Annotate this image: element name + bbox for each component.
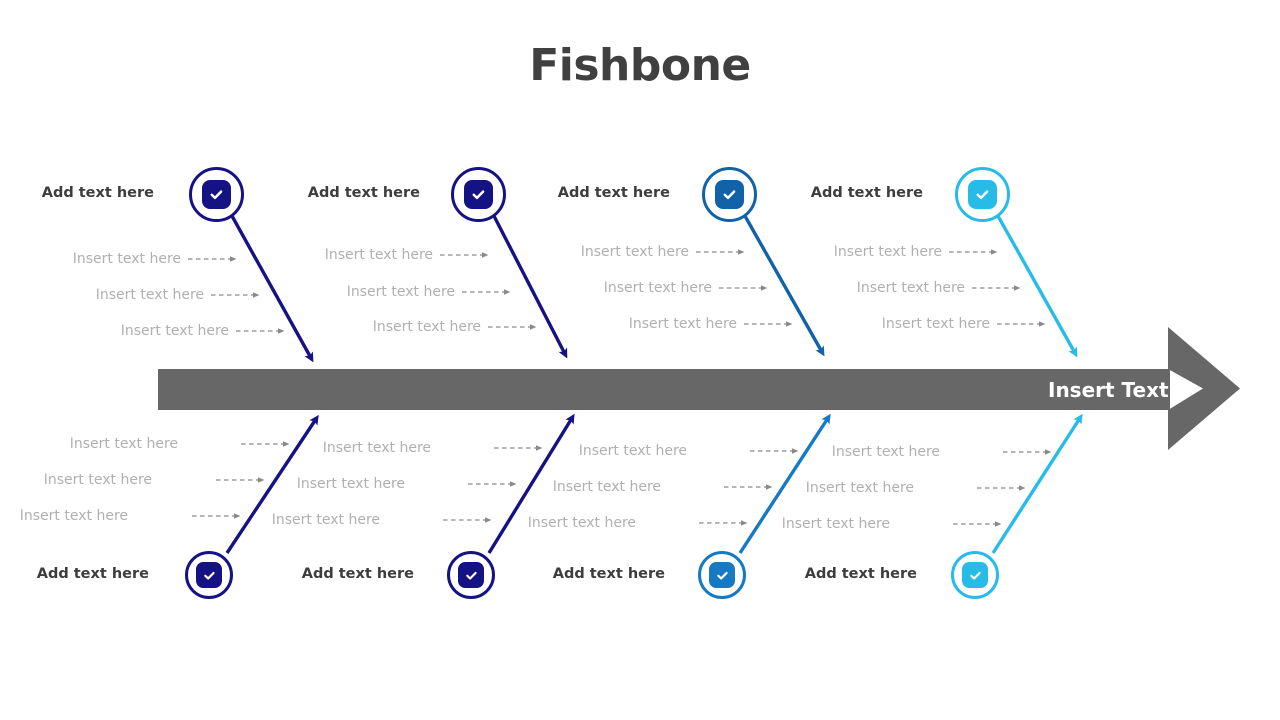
branch-item-top-4-0: Insert text here [833, 244, 942, 260]
branch-badge-top-3[interactable] [702, 167, 757, 222]
dashed-arrows-top-4 [949, 249, 1046, 327]
branch-label-top-3: Add text here [557, 185, 670, 201]
branch-badge-bottom-2[interactable] [447, 551, 495, 599]
branch-connector-top-4 [996, 215, 1078, 358]
branch-item-top-1-1: Insert text here [95, 287, 204, 303]
branch-item-top-3-0: Insert text here [580, 244, 689, 260]
check-circle-icon [709, 562, 735, 588]
check-circle-icon [464, 180, 493, 209]
dashed-arrows-bottom-2 [443, 445, 543, 523]
dashed-arrows-top-1 [188, 256, 285, 334]
branch-connector-top-1 [230, 215, 314, 363]
branch-item-bottom-4-0: Insert text here [831, 444, 940, 460]
branch-item-bottom-2-2: Insert text here [271, 512, 380, 528]
branch-connector-bottom-1 [225, 414, 319, 554]
branch-label-top-4: Add text here [810, 185, 923, 201]
check-circle-icon [968, 180, 997, 209]
branch-item-bottom-4-2: Insert text here [781, 516, 890, 532]
branch-item-top-3-2: Insert text here [628, 316, 737, 332]
branch-badge-top-1[interactable] [189, 167, 244, 222]
check-circle-icon [962, 562, 988, 588]
branch-badge-bottom-4[interactable] [951, 551, 999, 599]
branch-item-top-1-0: Insert text here [72, 251, 181, 267]
branch-badge-bottom-3[interactable] [698, 551, 746, 599]
branch-connector-bottom-4 [991, 413, 1083, 554]
branch-label-top-1: Add text here [41, 185, 154, 201]
branch-item-bottom-1-1: Insert text here [43, 472, 152, 488]
branch-label-bottom-4: Add text here [804, 566, 917, 582]
branch-item-bottom-1-2: Insert text here [19, 508, 128, 524]
check-circle-icon [196, 562, 222, 588]
branch-connector-bottom-3 [738, 413, 831, 554]
branch-label-bottom-2: Add text here [301, 566, 414, 582]
branch-item-bottom-3-1: Insert text here [552, 479, 661, 495]
check-circle-icon [202, 180, 231, 209]
dashed-arrows-bottom-4 [953, 449, 1052, 527]
branch-item-top-4-2: Insert text here [881, 316, 990, 332]
dashed-arrows-top-2 [440, 252, 537, 330]
branch-item-bottom-4-1: Insert text here [805, 480, 914, 496]
dashed-arrows-bottom-1 [192, 441, 290, 519]
branch-badge-top-4[interactable] [955, 167, 1010, 222]
branch-item-top-2-0: Insert text here [324, 247, 433, 263]
branch-item-top-3-1: Insert text here [603, 280, 712, 296]
branch-badge-top-2[interactable] [451, 167, 506, 222]
page-title: Fishbone [529, 40, 751, 91]
branch-item-bottom-2-1: Insert text here [296, 476, 405, 492]
dashed-arrows-bottom-3 [699, 448, 799, 526]
branch-connector-bottom-2 [487, 413, 575, 554]
branch-label-bottom-3: Add text here [552, 566, 665, 582]
check-circle-icon [458, 562, 484, 588]
branch-label-top-2: Add text here [307, 185, 420, 201]
branch-connector-top-3 [743, 215, 825, 357]
branch-item-top-1-2: Insert text here [120, 323, 229, 339]
branch-item-bottom-3-2: Insert text here [527, 515, 636, 531]
spine-arrow [158, 327, 1240, 450]
branch-item-bottom-2-0: Insert text here [322, 440, 431, 456]
dashed-arrows-top-3 [696, 249, 793, 327]
branch-item-bottom-3-0: Insert text here [578, 443, 687, 459]
branch-item-bottom-1-0: Insert text here [69, 436, 178, 452]
branch-item-top-2-2: Insert text here [372, 319, 481, 335]
branch-label-bottom-1: Add text here [36, 566, 149, 582]
branch-badge-bottom-1[interactable] [185, 551, 233, 599]
branch-item-top-2-1: Insert text here [346, 284, 455, 300]
branch-connector-top-2 [492, 215, 568, 359]
spine-label: Insert Text [1048, 378, 1169, 402]
branch-item-top-4-1: Insert text here [856, 280, 965, 296]
check-circle-icon [715, 180, 744, 209]
